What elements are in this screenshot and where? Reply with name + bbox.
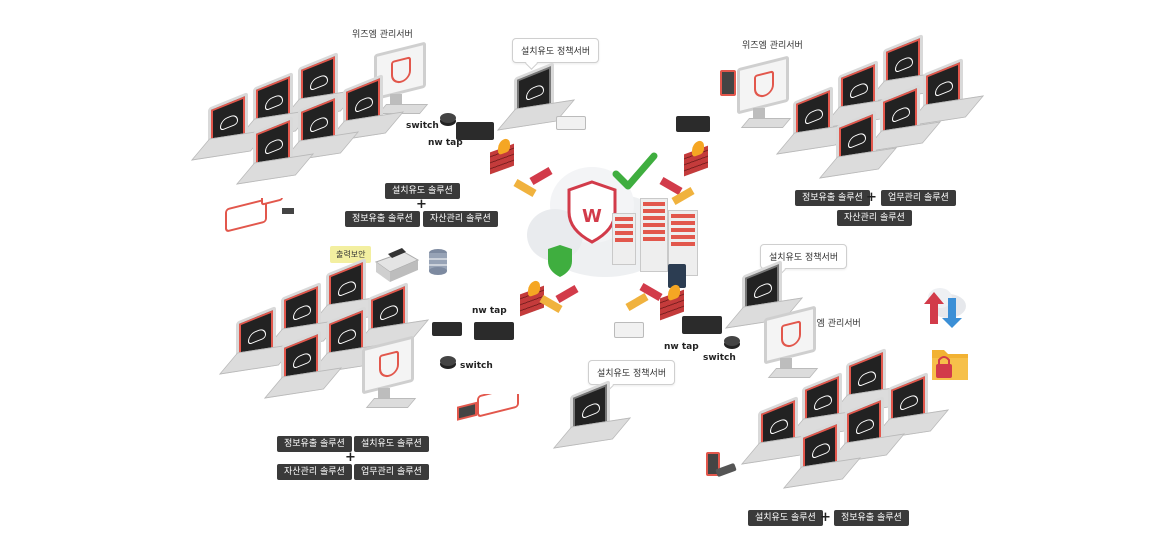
laptop-icon	[782, 419, 862, 494]
laptop-icon	[263, 329, 343, 404]
router-icon	[676, 116, 710, 132]
laptop-icon	[818, 109, 898, 184]
router-icon	[614, 322, 644, 338]
network-tap-icon	[456, 122, 494, 140]
switch-icon	[724, 336, 740, 346]
solution-tag: 정보유출 솔루션	[834, 510, 909, 526]
switch-icon	[440, 356, 456, 366]
management-server-label: 위즈엠 관리서버	[800, 319, 861, 329]
plus-icon: +	[866, 190, 877, 205]
laptop-icon	[235, 115, 315, 190]
nw-tap-label: nw tap	[428, 138, 463, 148]
solution-tag: 정보유출 솔루션	[795, 190, 870, 206]
management-server-monitor	[372, 41, 432, 118]
plus-icon: +	[820, 510, 831, 525]
solution-tag: 업무관리 솔루션	[881, 190, 956, 206]
solution-tag: 설치유도 솔루션	[354, 436, 429, 452]
server-rack-icon	[612, 213, 636, 265]
management-server-label: 위즈엠 관리서버	[352, 30, 413, 40]
check-icon	[612, 152, 658, 190]
solution-tag: 설치유도 솔루션	[385, 183, 460, 199]
solution-tag: 업무관리 솔루션	[354, 464, 429, 480]
nw-tap-label: nw tap	[664, 342, 699, 352]
network-tap-icon	[474, 322, 514, 340]
switch-label: switch	[460, 361, 493, 371]
server-rack-icon	[640, 198, 668, 272]
router-icon	[556, 116, 586, 130]
database-icon	[429, 249, 447, 275]
network-tap-icon	[682, 316, 722, 334]
switch-label: switch	[406, 121, 439, 131]
solution-tag: 정보유출 솔루션	[277, 436, 352, 452]
usb-stick-icon	[720, 70, 736, 96]
solution-tag: 설치유도 솔루션	[748, 510, 823, 526]
plus-icon: +	[345, 450, 356, 465]
printer-icon	[374, 248, 420, 282]
management-server-monitor	[762, 305, 822, 382]
solution-tag: 자산관리 솔루션	[277, 464, 352, 480]
management-server-label: 위즈엠 관리서버	[742, 41, 803, 51]
switch-icon	[440, 113, 456, 123]
solution-tag: 정보유출 솔루션	[345, 211, 420, 227]
solution-tag: 자산관리 솔루션	[837, 210, 912, 226]
router-icon	[432, 322, 462, 336]
usb-device-icon	[225, 198, 294, 232]
storage-icon	[668, 264, 686, 288]
policy-server-bubble: 설치유도 정책서버	[588, 360, 676, 385]
nw-tap-label: nw tap	[472, 306, 507, 316]
firewall-icon	[490, 143, 514, 175]
policy-server-bubble: 설치유도 정책서버	[512, 38, 600, 63]
cloud-sync-icon	[924, 288, 966, 328]
solution-tag: 자산관리 솔루션	[423, 211, 498, 227]
locked-folder-icon	[932, 350, 968, 380]
plus-icon: +	[416, 197, 427, 212]
management-server-monitor	[735, 55, 795, 132]
svg-text:W: W	[582, 206, 602, 227]
switch-label: switch	[703, 353, 736, 363]
usb-device-icon	[457, 394, 519, 421]
management-server-monitor	[360, 335, 420, 412]
policy-server-laptop	[552, 379, 632, 454]
